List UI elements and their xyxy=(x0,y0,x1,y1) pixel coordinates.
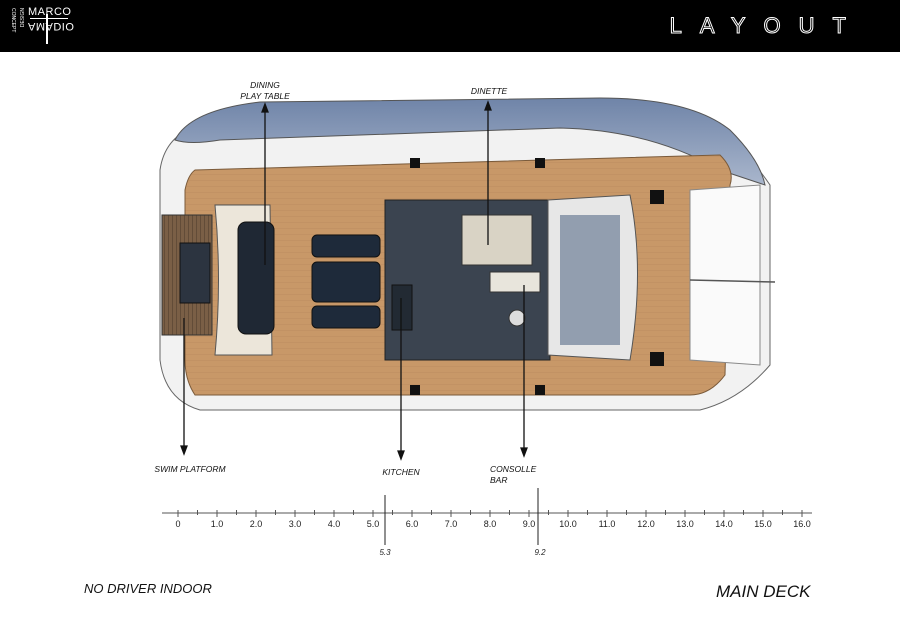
scale-tick-label: 9.0 xyxy=(522,519,536,529)
marker-label-9.2: 9.2 xyxy=(534,548,546,557)
consolle-arrowhead xyxy=(520,447,528,458)
scale-tick-label: 16.0 xyxy=(793,519,811,529)
cleat xyxy=(410,158,420,168)
armchair-3 xyxy=(311,305,381,329)
scale-tick-label: 10.0 xyxy=(559,519,577,529)
swim-arrowhead xyxy=(180,445,188,456)
sink xyxy=(508,309,526,327)
label-swim-platform: SWIM PLATFORM xyxy=(154,464,226,474)
consolle-bar xyxy=(489,271,541,293)
label-dining-play-table: DINING PLAY TABLE xyxy=(240,80,290,101)
bow-pole xyxy=(689,279,776,283)
cleat xyxy=(410,385,420,395)
scale-tick-label: 13.0 xyxy=(676,519,694,529)
cleat xyxy=(535,385,545,395)
scale-tick-label: 2.0 xyxy=(249,519,263,529)
dinette-table xyxy=(461,214,533,266)
page-title: LAYOUT xyxy=(669,13,864,39)
dining-arrowhead xyxy=(261,102,269,113)
scale-tick-label: 1.0 xyxy=(210,519,224,529)
cleat xyxy=(650,352,664,366)
logo-text-marco: MARCO xyxy=(28,6,72,18)
forward-windshield xyxy=(560,215,620,345)
deck-title: MAIN DECK xyxy=(716,582,811,601)
kitchen-arrowhead xyxy=(397,450,405,461)
kitchen-counter xyxy=(391,284,413,331)
bow-net xyxy=(689,184,761,366)
label-consolle-bar: CONSOLLE BAR xyxy=(490,464,537,485)
footer-note: NO DRIVER INDOOR xyxy=(84,581,212,596)
label-dinette: DINETTE xyxy=(470,86,508,96)
swim-platform-hatch xyxy=(179,242,211,304)
armchair-2 xyxy=(311,261,381,303)
scale-tick-label: 7.0 xyxy=(444,519,458,529)
scale-tick-label: 4.0 xyxy=(327,519,341,529)
cleat xyxy=(535,158,545,168)
label-kitchen: KITCHEN xyxy=(382,467,420,477)
logo-vertical-rule xyxy=(46,14,48,44)
scale-tick-label: 0 xyxy=(175,519,181,529)
cleat xyxy=(650,190,664,204)
header-bar: CONCEPT DESIGN MARCO AMADIO LAYOUT xyxy=(0,0,900,52)
logo-rule xyxy=(30,18,68,19)
scale-tick-label: 8.0 xyxy=(483,519,497,529)
brand-logo: CONCEPT DESIGN MARCO AMADIO xyxy=(6,6,74,46)
logo-side-text-concept: CONCEPT xyxy=(10,8,16,33)
scale-tick-label: 11.0 xyxy=(598,519,616,529)
scale-tick-label: 6.0 xyxy=(405,519,419,529)
scale-tick-label: 5.0 xyxy=(366,519,380,529)
scale-tick-label: 14.0 xyxy=(715,519,733,529)
dinette-arrowhead xyxy=(484,100,492,111)
scale-tick-label: 15.0 xyxy=(754,519,772,529)
scale-tick-label: 12.0 xyxy=(637,519,655,529)
marker-label-5.3: 5.3 xyxy=(379,548,391,557)
hardtop-roof xyxy=(174,97,766,186)
dining-table xyxy=(237,221,275,335)
armchair-1 xyxy=(311,234,381,258)
scale-tick-label: 3.0 xyxy=(288,519,302,529)
